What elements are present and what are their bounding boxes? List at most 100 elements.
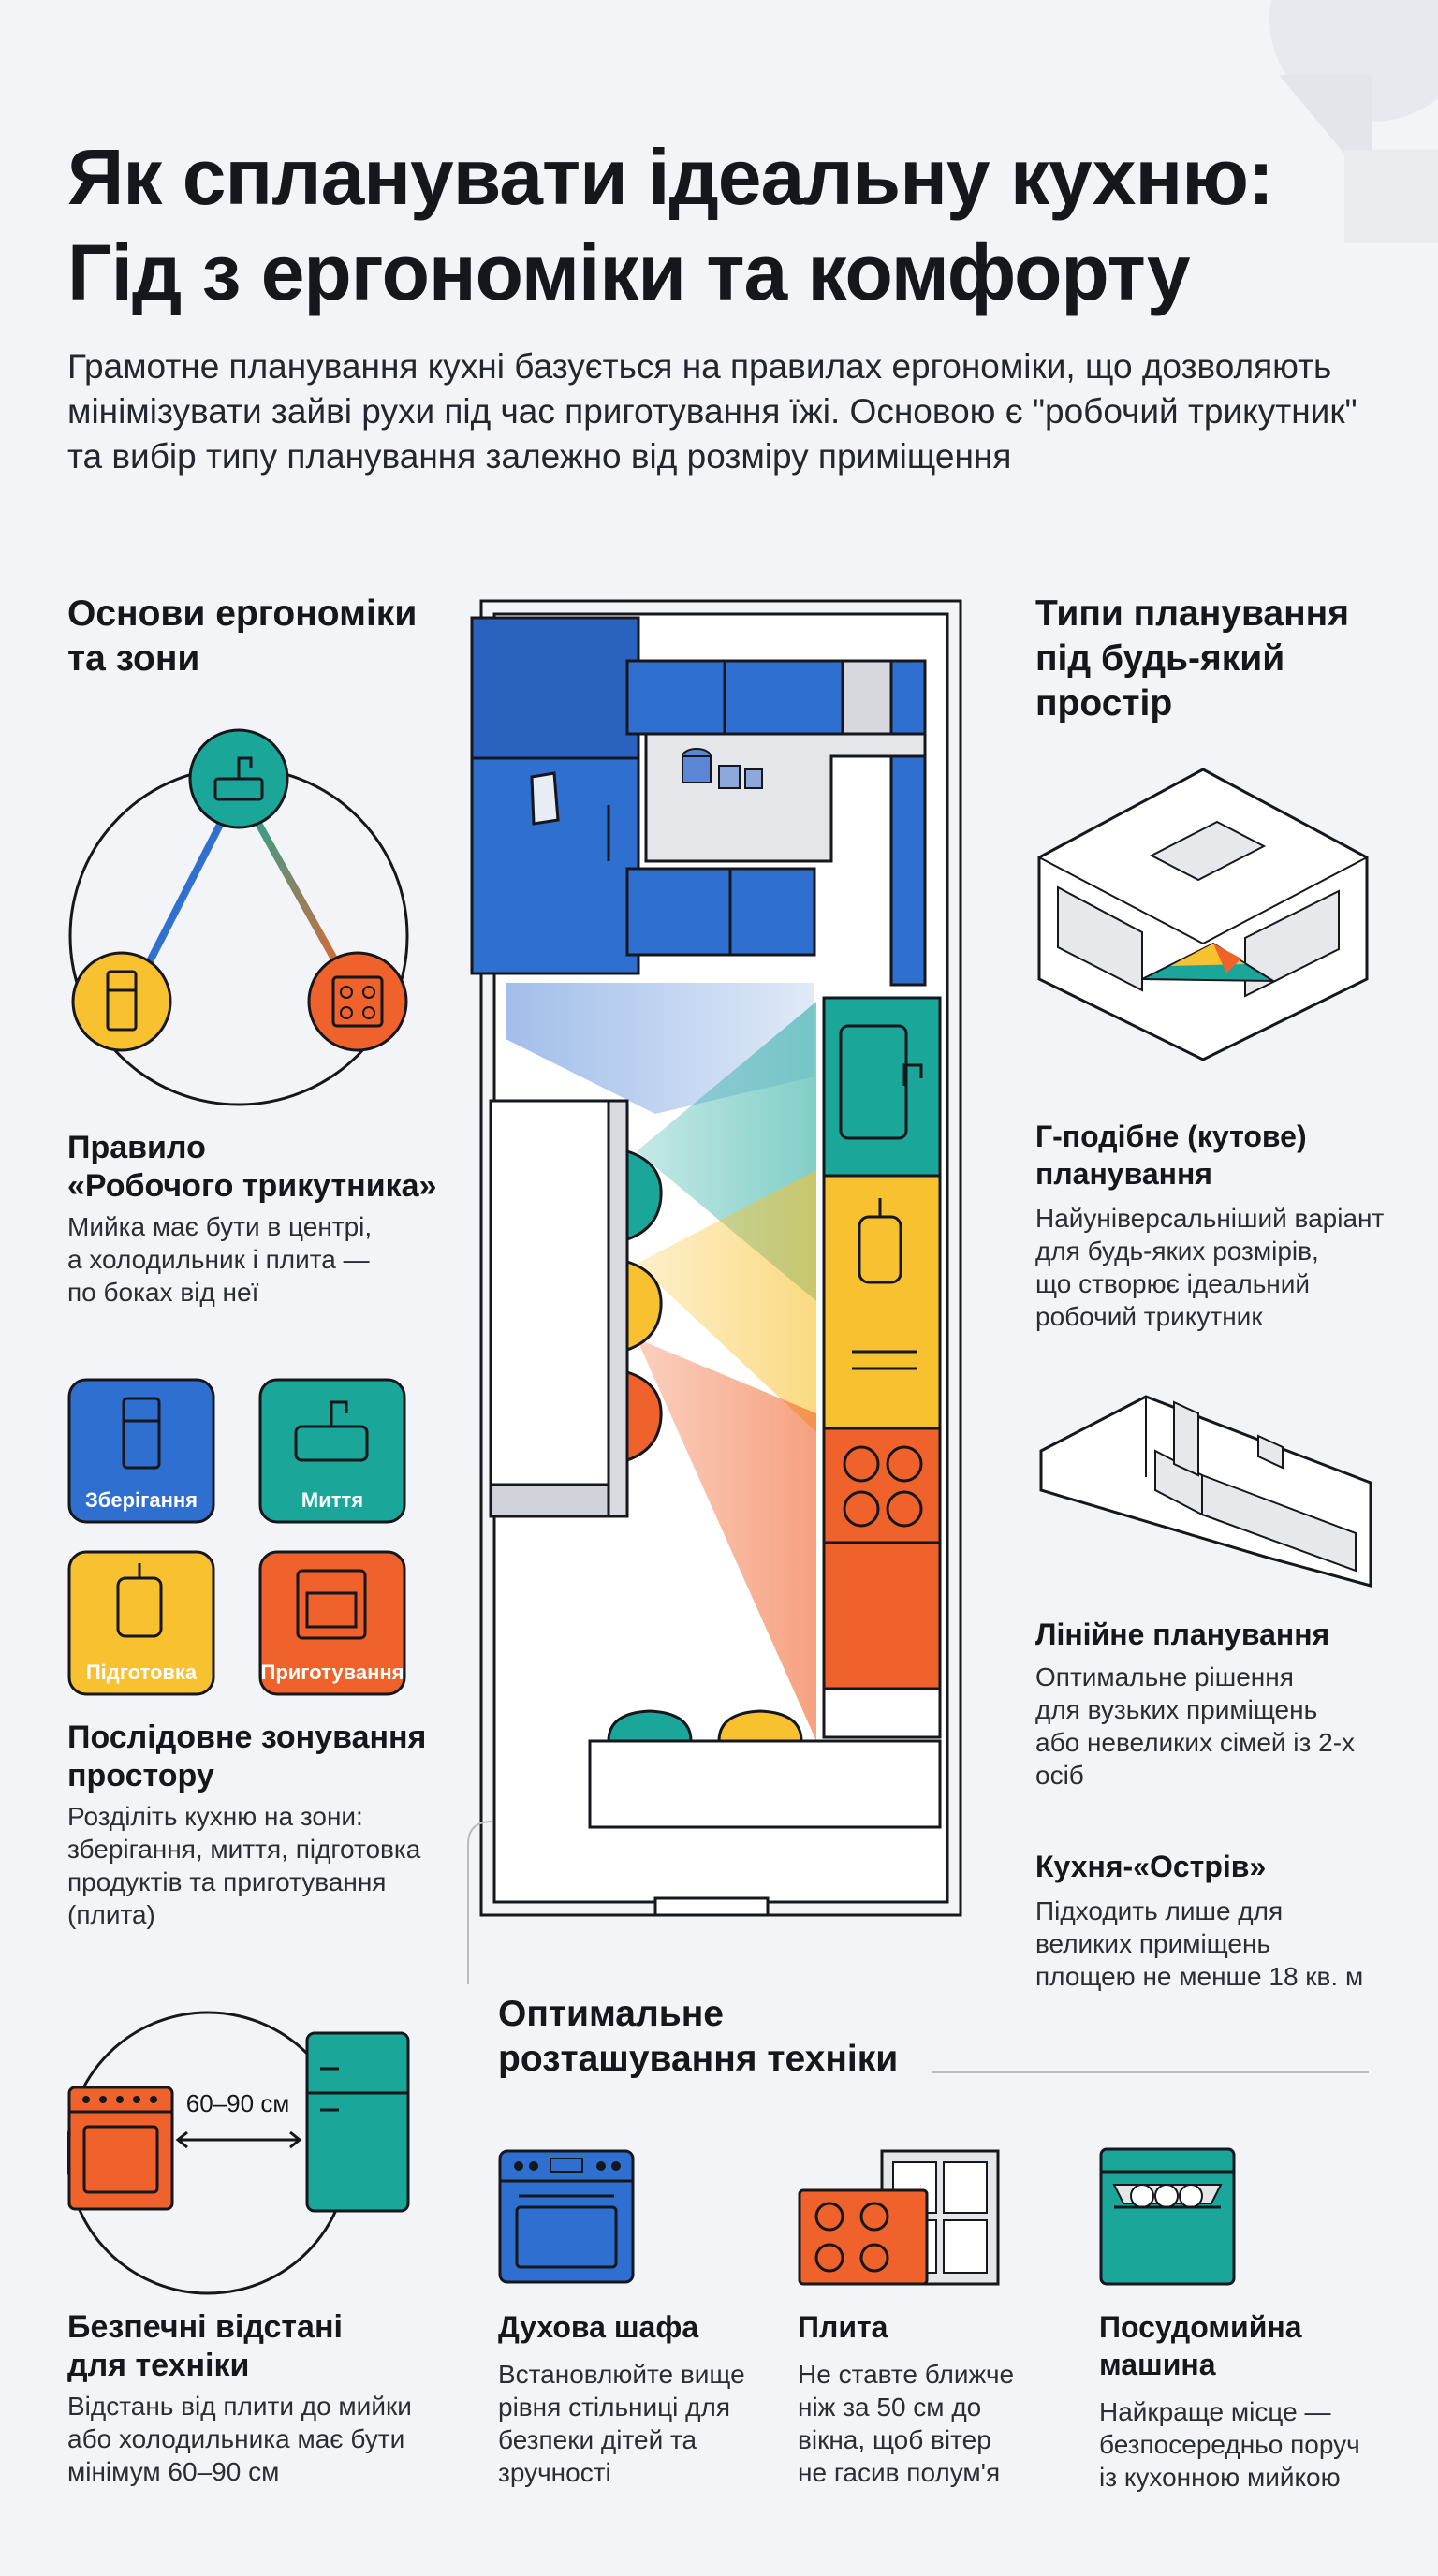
stove-text-line2: ніж за 50 см до [798,2393,982,2422]
triangle-rule-text-line3: по боках від неї [67,1278,259,1307]
kitchen-floorplan [470,599,962,1917]
stove-node [307,951,408,1052]
triangle-rule-title-line1: Правило [67,1130,206,1165]
zone-storage: Зберігання [67,1378,215,1524]
zoning-title-line2: простору [67,1758,214,1793]
dishwasher-title-line1: Посудомийна [1099,2310,1302,2344]
zone-cooking-label: Приготування [261,1661,404,1684]
base-counters [822,996,942,1739]
ergonomics-heading-line2: та зони [67,638,200,679]
work-triangle-diagram [68,728,409,1106]
linear-text-line3: або невеликих сімей із 2-х [1035,1728,1356,1757]
safe-distance-text-line2: або холодильника має бути [67,2424,405,2453]
sink-node [188,728,289,829]
zoning-text: Розділіть кухню на зони: зберігання, мит… [67,1800,420,1931]
zoning-text-line3: продуктів та приготування [67,1867,387,1896]
island-text-line3: площею не менше 18 кв. м [1035,1962,1364,1991]
dishwasher-title: Посудомийна машина [1099,2308,1302,2383]
distance-label: 60–90 см [186,2089,289,2117]
l-shape-text-line4: робочий трикутник [1035,1302,1263,1331]
zone-storage-label: Зберігання [85,1488,198,1512]
lower-counter [588,1709,942,1829]
oven-icon [498,2149,635,2284]
l-shape-text-line3: що створює ідеальний [1035,1269,1311,1298]
appliances-heading-line1: Оптимальне [498,1994,724,2034]
appliances-heading-line2: розташування техніки [498,2039,899,2079]
appliances-heading: Оптимальне розташування техніки [498,1992,898,2082]
oven-text-line4: зручності [498,2458,611,2487]
safe-distance-text-line3: мінімум 60–90 см [67,2457,280,2486]
zone-washing-label: Миття [301,1488,363,1512]
triangle-rule-title-line2: «Робочого трикутника» [67,1168,437,1204]
zoning-text-line4: (плита) [67,1900,155,1929]
l-shape-title-line1: Г-подібне (кутове) [1035,1120,1307,1153]
safe-distance-title-line2: для техніки [67,2348,250,2383]
zoning-title: Послідовне зонування простору [67,1719,426,1795]
dishwasher-text-line2: безпосередньо поруч [1099,2430,1360,2459]
section-divider-curve [467,1821,493,1984]
layout-types-heading-line2: під будь-який [1035,638,1285,679]
upper-cabinets [625,659,927,987]
page-title-line2: Гід з ергономіки та комфорту [67,228,1191,316]
safe-distance-title-line1: Безпечні відстані [67,2309,343,2345]
appliance-icons [498,2147,1236,2286]
appliances-divider [932,2071,1369,2073]
l-shape-title: Г-подібне (кутове) планування [1035,1118,1307,1193]
stove-title: Плита [798,2310,888,2344]
page-title-line1: Як спланувати ідеальну кухню: [67,133,1274,221]
dishwasher-text-line3: із кухонною мийкою [1099,2463,1341,2492]
triangle-rule-text-line2: а холодильник і плита — [67,1245,370,1274]
island-text-line2: великих приміщень [1035,1929,1271,1958]
island-counter [489,1099,629,1518]
island-text-line1: Підходить лише для [1035,1896,1284,1925]
layout-types-heading-line1: Типи планування [1035,593,1349,634]
oven-text: Встановлюйте вище рівня стільниці для бе… [498,2358,745,2489]
ergonomics-heading-line1: Основи ергономіки [67,593,418,634]
stove-window-icon [798,2149,1000,2286]
oven-title: Духова шафа [498,2310,699,2344]
zoning-text-line2: зберігання, миття, підготовка [67,1835,421,1864]
l-shape-title-line2: планування [1035,1157,1212,1191]
oven-text-line3: безпеки дітей та [498,2425,697,2454]
stove-text-line4: не гасив полум'я [798,2458,1001,2487]
zone-prep-label: Підготовка [86,1661,198,1684]
distance-diagram: 60–90 см [67,2011,410,2295]
page-title: Як спланувати ідеальну кухню: Гід з ерго… [67,129,1397,320]
zoning-text-line1: Розділіть кухню на зони: [67,1802,363,1831]
l-shape-text-line2: для будь-яких розмірів, [1035,1237,1319,1266]
safe-distance-text: Відстань від плити до мийки або холодиль… [67,2390,412,2488]
stove-text-line3: вікна, щоб вітер [798,2425,991,2454]
triangle-rule-text-line1: Мийка має бути в центрі, [67,1212,373,1241]
tall-fridge-cabinet [470,616,640,975]
fridge-node [71,951,172,1052]
triangle-rule-title: Правило «Робочого трикутника» [67,1129,436,1206]
fridge-icon [305,2031,410,2213]
stove-text: Не ставте ближче ніж за 50 см до вікна, … [798,2358,1014,2489]
zone-washing: Миття [258,1378,406,1524]
layout-types-heading: Типи планування під будь-який простір [1035,592,1349,726]
zone-cooking: Приготування [258,1550,406,1696]
zone-icons: Зберігання Миття Підготовка Приготування [67,1378,406,1696]
linear-text-line2: для вузьких приміщень [1035,1695,1318,1724]
bar-stools [625,1149,663,1463]
safe-distance-title: Безпечні відстані для техніки [67,2308,343,2385]
dishwasher-text-line1: Найкраще місце — [1099,2397,1331,2426]
oven-text-line1: Встановлюйте вище [498,2360,745,2389]
zone-prep: Підготовка [67,1550,215,1696]
safe-distance-text-line1: Відстань від плити до мийки [67,2392,412,2421]
triangle-rule-text: Мийка має бути в центрі, а холодильник і… [67,1210,372,1309]
l-shape-kitchen-illustration [1037,768,1369,1061]
linear-kitchen-illustration [1039,1395,1372,1588]
ergonomics-heading: Основи ергономіки та зони [67,592,417,681]
zoning-title-line1: Послідовне зонування [67,1720,427,1755]
layout-types-heading-line3: простір [1035,683,1173,724]
dishwasher-text: Найкраще місце — безпосередньо поруч із … [1099,2395,1360,2494]
l-shape-text: Найуніверсальніший варіант для будь-яких… [1035,1202,1384,1333]
linear-text: Оптимальне рішення для вузьких приміщень… [1035,1661,1355,1792]
dishwasher-title-line2: машина [1099,2348,1216,2381]
stove-text-line1: Не ставте ближче [798,2360,1015,2389]
linear-text-line4: осіб [1035,1761,1084,1790]
dishwasher-icon [1099,2147,1236,2286]
door [653,1896,770,1917]
intro-text: Грамотне планування кухні базується на п… [67,347,1357,476]
